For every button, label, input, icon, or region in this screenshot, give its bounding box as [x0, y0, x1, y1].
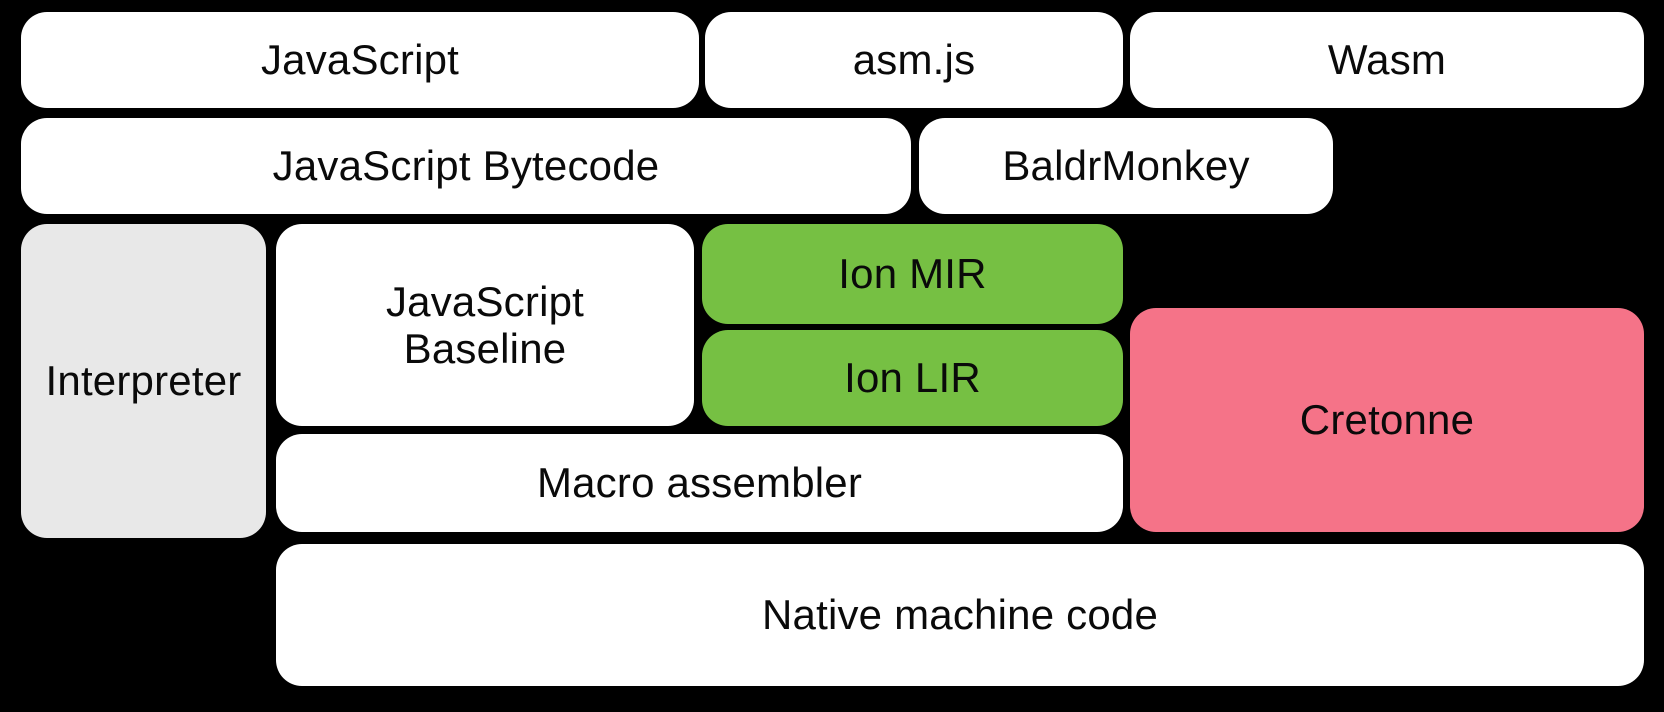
node-macro-assembler: Macro assembler — [276, 434, 1123, 532]
node-cretonne: Cretonne — [1130, 308, 1644, 532]
node-javascript: JavaScript — [21, 12, 699, 108]
node-javascript-bytecode: JavaScript Bytecode — [21, 118, 911, 214]
node-ion-mir: Ion MIR — [702, 224, 1123, 324]
node-interpreter: Interpreter — [21, 224, 266, 538]
node-baldrmonkey: BaldrMonkey — [919, 118, 1333, 214]
node-ion-lir: Ion LIR — [702, 330, 1123, 426]
node-wasm: Wasm — [1130, 12, 1644, 108]
node-asmjs: asm.js — [705, 12, 1123, 108]
node-javascript-baseline: JavaScript Baseline — [276, 224, 694, 426]
node-native-machine-code: Native machine code — [276, 544, 1644, 686]
